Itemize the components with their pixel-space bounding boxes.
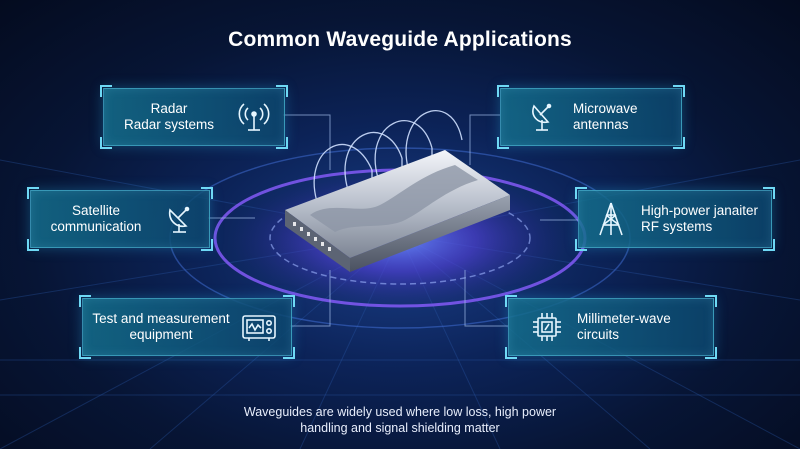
test-line1: Test and measurement: [92, 311, 230, 326]
chip-icon: [527, 307, 567, 347]
card-millimeter-wave: Millimeter-wave circuits: [505, 295, 717, 359]
radar-line2: Radar systems: [123, 117, 215, 132]
microwave-dish-icon: [523, 97, 563, 137]
satellite-line2: communication: [50, 219, 142, 234]
caption-line1: Waveguides are widely used where low los…: [243, 405, 557, 419]
test-instrument-icon: [239, 307, 279, 347]
waveguide-illustration: [285, 150, 510, 272]
card-test-measurement: Test and measurement equipment: [79, 295, 295, 359]
caption: Waveguides are widely used where low los…: [0, 404, 800, 436]
satellite-line1: Satellite: [71, 203, 121, 218]
card-radar-systems: Radar Radar systems: [100, 85, 288, 149]
mmwave-line2: circuits: [577, 327, 620, 342]
ring-inner: [269, 191, 531, 285]
highpower-line1: High-power јanaiter: [641, 203, 759, 218]
radar-line1: Radar: [150, 101, 188, 116]
page-title: Common Waveguide Applications: [228, 28, 572, 51]
card-satellite-communication: Satellite communication: [27, 187, 213, 251]
microwave-line2: antennas: [573, 117, 629, 132]
highpower-line2: RF systems: [641, 219, 713, 234]
caption-line2: handling and signal shielding matter: [300, 421, 500, 435]
card-microwave-antennas: Microwave antennas: [497, 85, 685, 149]
microwave-line1: Microwave: [573, 101, 638, 116]
satellite-dish-icon: [161, 199, 201, 239]
radar-antenna-icon: [234, 97, 274, 137]
card-high-power-rf: High-power јanaiter RF systems: [575, 187, 775, 251]
mmwave-line1: Millimeter-wave: [577, 311, 671, 326]
test-line2: equipment: [129, 327, 193, 342]
connector-lines: [208, 114, 578, 327]
transmitter-tower-icon: [591, 199, 631, 239]
